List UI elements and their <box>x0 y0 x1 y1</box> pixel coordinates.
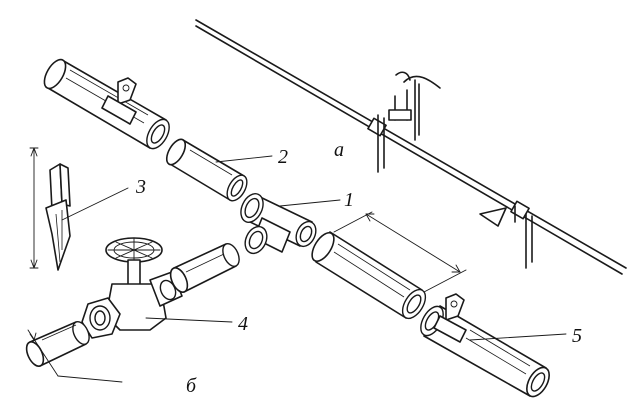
tee-fitting-icon <box>240 193 317 255</box>
view-label-a: а <box>334 139 344 161</box>
angle-plate-icon <box>479 207 507 227</box>
view-label-b: б <box>186 375 197 397</box>
leader-3 <box>61 187 129 221</box>
callout-leaders <box>61 155 567 341</box>
gate-valve-icon <box>81 237 183 339</box>
diameter-dimension-line <box>27 329 123 383</box>
pipe-section-5 <box>420 293 550 398</box>
callout-4: 4 <box>238 313 248 335</box>
ground-stake-icon <box>29 147 71 271</box>
pipe-clamp-icon <box>433 293 467 343</box>
support-clamp-block <box>388 109 412 121</box>
callout-5: 5 <box>572 325 582 347</box>
lower-support-stand <box>479 205 533 269</box>
leader-1 <box>279 199 341 207</box>
straight-pipe-long <box>311 231 427 320</box>
callout-2: 2 <box>278 146 288 168</box>
upper-support-stand <box>377 71 441 173</box>
leader-4 <box>145 317 233 323</box>
callout-1: 1 <box>344 189 354 211</box>
length-dimension-line <box>333 211 467 293</box>
installed-pipeline <box>195 19 627 275</box>
short-pipe-bottom-left <box>25 321 90 367</box>
pipe-section-top-left <box>43 58 170 150</box>
leader-5 <box>469 333 567 341</box>
thin-line-coupling <box>367 117 387 137</box>
leader-2 <box>215 155 273 163</box>
straight-pipe-2 <box>165 138 248 202</box>
callout-3: 3 <box>135 176 146 198</box>
pipe-nipple <box>169 243 240 293</box>
pipe-clamp-icon <box>101 77 137 125</box>
